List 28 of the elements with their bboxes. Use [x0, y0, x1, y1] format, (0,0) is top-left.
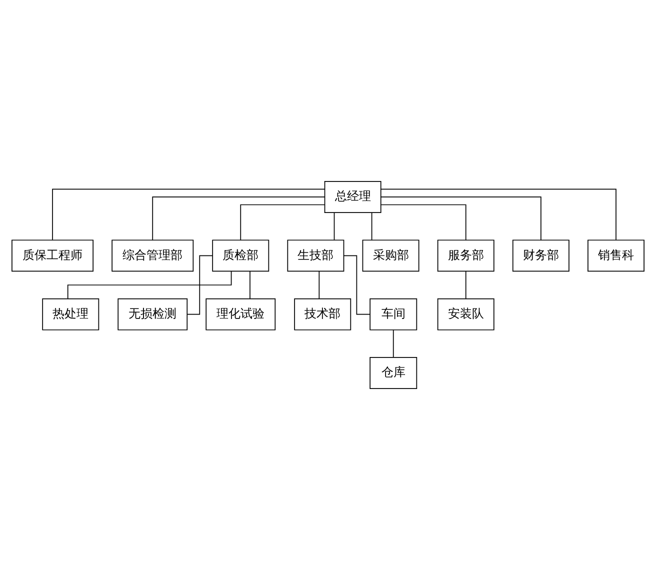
connector: [240, 204, 325, 240]
connector: [52, 188, 325, 240]
connector: [334, 212, 335, 240]
node-box: 车间: [370, 298, 418, 330]
connector: [465, 270, 466, 298]
node-box: 无损检测: [118, 298, 188, 330]
connector: [380, 188, 616, 240]
connector: [380, 196, 542, 240]
node-box: 质保工程师: [12, 239, 94, 272]
node-box: 综合管理部: [112, 239, 194, 272]
node-box: 销售科: [588, 239, 644, 272]
connector: [318, 270, 320, 298]
connector: [380, 204, 466, 240]
node-box: 总经理: [324, 180, 382, 212]
node-box: 热处理: [42, 298, 100, 330]
connector: [371, 212, 372, 240]
node-box: 仓库: [370, 356, 418, 388]
node-box: 生技部: [287, 239, 344, 272]
node-box: 安装队: [437, 298, 494, 330]
connector: [67, 270, 232, 299]
node-box: 技术部: [294, 298, 352, 330]
node-box: 理化试验: [206, 298, 276, 330]
node-box: 服务部: [437, 239, 494, 272]
connector: [392, 329, 394, 358]
node-box: 财务部: [512, 239, 570, 272]
connector: [152, 196, 325, 240]
node-box: 质检部: [212, 239, 270, 272]
node-box: 采购部: [362, 239, 420, 272]
